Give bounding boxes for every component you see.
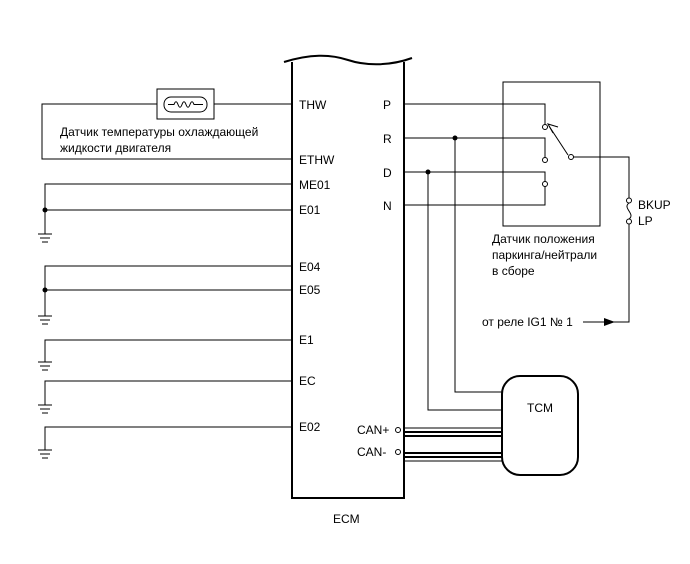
ecm-block: ECM [283,54,413,526]
pin-e04: E04 [299,260,321,274]
pin-e1: E1 [299,333,314,347]
switch-label-2: паркинга/нейтрали [492,248,597,262]
switch-contact-r [542,157,548,163]
can-minus-bus [404,452,502,462]
can-minus-connector [395,449,401,455]
switch-label-3: в сборе [492,264,535,278]
ground-icon [38,404,52,414]
wire-d-to-tcm [427,172,502,411]
coolant-sensor-label-2: жидкости двигателя [60,141,171,155]
wire-p [404,103,546,125]
fuse-icon [626,197,632,225]
switch-contact-p [542,124,548,130]
relay-arrow-icon [604,318,615,326]
switch-common-contact [568,154,574,160]
wire-ethw [41,103,292,160]
pin-e05: E05 [299,283,321,297]
ecm-box [291,62,405,499]
wire-d [404,171,546,182]
tcm-box [501,375,579,476]
wire-fuse-to-relay [613,224,630,323]
pin-ethw: ETHW [299,153,335,167]
fuse-label-2: LP [638,214,653,228]
thermistor-coil-icon [168,101,203,108]
wire-ec [44,380,292,405]
can-plus-bus [404,427,502,437]
wire-switch-common [573,156,630,198]
pin-me01: ME01 [299,178,331,192]
wire-e04 [44,265,292,316]
ecm-label: ECM [333,512,360,526]
switch-housing [502,81,601,227]
pin-thw: THW [299,98,327,112]
switch-label-1: Датчик положения [492,232,595,246]
pin-r: R [383,132,392,146]
wire-me01 [44,183,292,234]
ground-icon [38,233,52,243]
park-neutral-switch: Датчик положения паркинга/нейтрали в сбо… [492,81,601,278]
wire-r [404,137,546,158]
fuse-label-1: BKUP [638,198,671,212]
can-plus-connector [395,427,401,433]
pin-d: D [383,166,392,180]
pin-can-plus: CAN+ [357,423,389,437]
wire-n [404,186,546,206]
ground-icon [38,449,52,459]
ground-icon [38,361,52,371]
tcm-label: TCM [527,401,553,415]
pin-e01: E01 [299,203,321,217]
coolant-sensor-label-1: Датчик температуры охлаждающей [60,125,258,139]
ground-icon [38,315,52,325]
pin-can-minus: CAN- [357,445,386,459]
switch-arrow-icon [546,123,559,134]
pin-p: P [383,98,391,112]
pin-e02: E02 [299,420,321,434]
junction-dot [42,287,48,293]
wire-r-to-tcm [454,138,502,393]
pin-ec: EC [299,374,316,388]
wire-e1 [44,339,292,362]
junction-dot [42,207,48,213]
tcm-block: TCM [501,375,579,476]
sensor-thermistor [163,96,208,113]
pin-n: N [383,199,392,213]
relay-label: от реле IG1 № 1 [482,315,573,329]
wire-e02 [44,426,292,450]
coolant-temp-sensor: Датчик температуры охлаждающей жидкости … [60,88,258,155]
switch-contact-d [542,181,548,187]
ecm-break-line [283,54,413,66]
